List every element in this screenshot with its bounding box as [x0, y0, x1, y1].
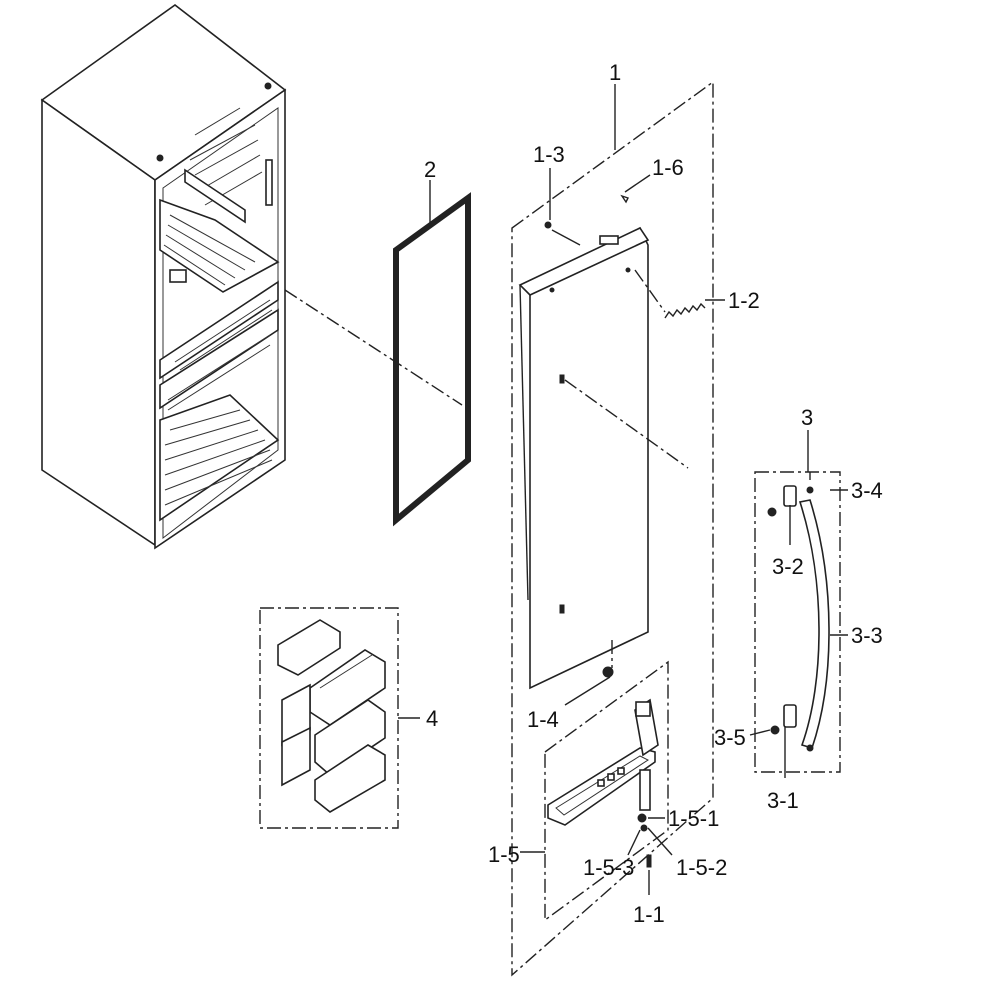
- label-1-6: 1-6: [652, 155, 684, 180]
- label-3-1: 3-1: [767, 788, 799, 813]
- door-gasket-part: [393, 192, 471, 527]
- label-1-1: 1-1: [633, 902, 665, 927]
- label-1-3: 1-3: [533, 142, 565, 167]
- hinge-spring: [664, 302, 706, 319]
- label-3-4: 3-4: [851, 478, 883, 503]
- handle-assembly-group: [754, 471, 841, 773]
- leader-lines: [398, 84, 848, 895]
- label-1-5-1: 1-5-1: [668, 806, 719, 831]
- lower-hinge-group: [544, 660, 669, 922]
- label-1-4: 1-4: [527, 707, 559, 732]
- label-1: 1: [609, 60, 621, 85]
- label-1-5-2: 1-5-2: [676, 855, 727, 880]
- label-1-5-3: 1-5-3: [583, 855, 634, 880]
- refrigerator-cabinet: [40, 4, 287, 550]
- label-3-2: 3-2: [772, 554, 804, 579]
- label-1-5: 1-5: [488, 842, 520, 867]
- door-assembly-group: [284, 80, 714, 977]
- label-4: 4: [426, 706, 438, 731]
- label-3-5: 3-5: [714, 725, 746, 750]
- door-bins-group: [259, 607, 399, 829]
- label-1-2: 1-2: [728, 288, 760, 313]
- label-3: 3: [801, 405, 813, 430]
- part-labels: 1 1-3 1-6 2 1-2 3 3-4 3-2 3-3 3-5 3-1 4 …: [424, 60, 883, 927]
- label-2: 2: [424, 157, 436, 182]
- label-3-3: 3-3: [851, 623, 883, 648]
